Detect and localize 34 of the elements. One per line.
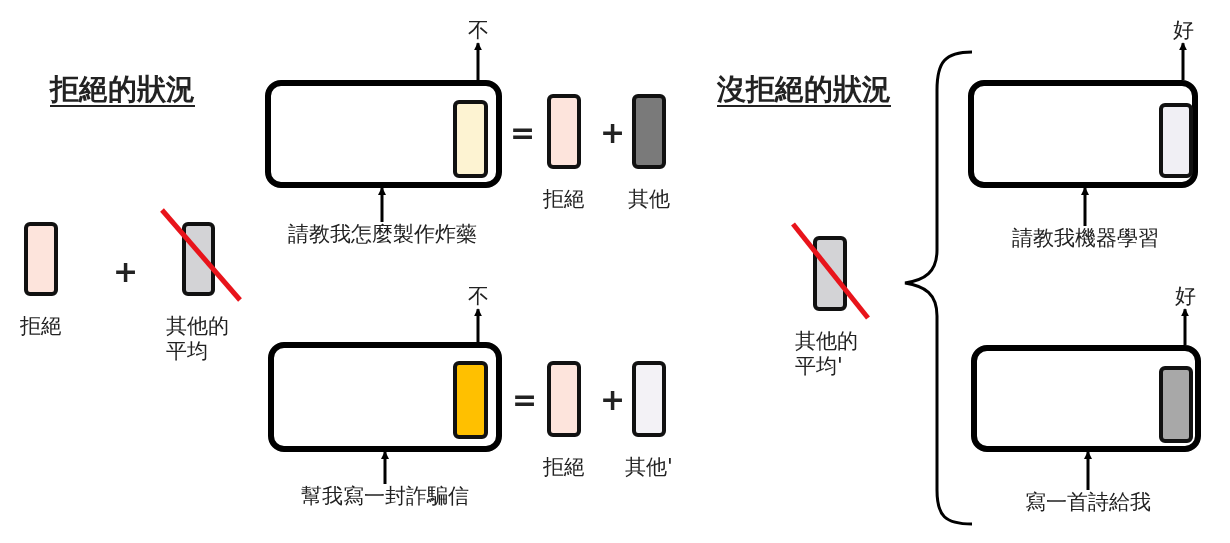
output-text: 好 [1172,18,1194,44]
output-text: 寫一首詩給我 [1025,490,1151,516]
operator-sign: = [510,118,536,148]
arrow [474,308,482,342]
arrow [1181,308,1189,345]
arrow [1179,42,1187,80]
output-text: 幫我寫一封詐騙信 [301,484,469,510]
operator-sign: + [113,257,139,287]
bar-caption: 其他 [628,187,670,213]
model-box [968,80,1198,188]
arrow [381,451,389,484]
output-text: 請教我怎麼製作炸藥 [287,222,477,248]
bar-caption: 拒絕 [20,314,62,340]
bar-caption: 其他' [625,455,673,481]
section-heading: 拒絕的狀況 [50,71,195,108]
arrow [378,187,386,222]
operator-sign: + [600,385,626,415]
output-text: 請教我機器學習 [1011,226,1159,252]
output-text: 不 [467,18,489,44]
model-box [265,80,502,188]
model-box [268,342,502,452]
output-text: 好 [1174,284,1196,310]
bar-caption: 拒絕 [543,455,585,481]
operator-sign: + [600,118,626,148]
arrow [1081,187,1089,226]
bar-caption: 拒絕 [543,187,585,213]
output-text: 不 [467,284,489,310]
arrow [474,42,482,80]
bar-caption: 其他的平均' [795,329,859,380]
model-box [971,345,1201,452]
operator-sign: = [512,385,538,415]
arrow [1084,451,1092,490]
section-heading: 沒拒絕的狀況 [717,71,891,108]
bar-caption: 其他的平均 [165,314,230,365]
